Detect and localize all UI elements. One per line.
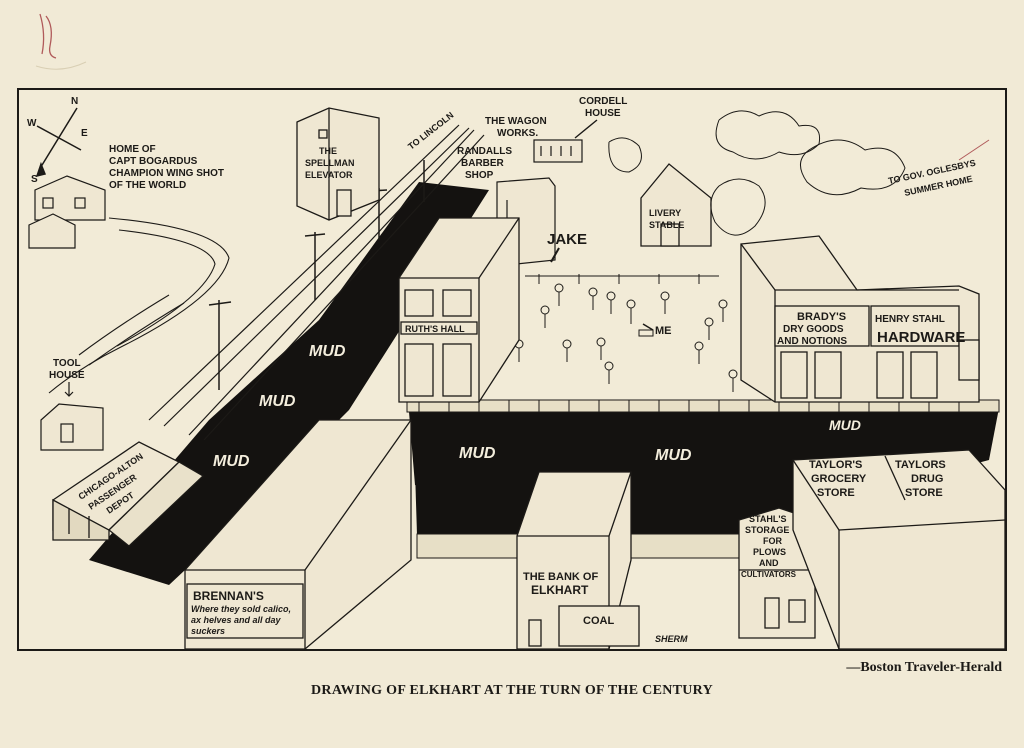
bank-of-elkhart — [516, 471, 640, 649]
jake-label: JAKE — [547, 231, 587, 248]
drug-sign-2: DRUG — [911, 473, 943, 485]
compass-s: S — [31, 174, 38, 185]
bradys-sign-2: DRY GOODS — [783, 324, 844, 335]
jake-arrow — [550, 247, 560, 263]
brennans-sign-2: Where they sold calico, — [191, 604, 291, 614]
curved-road — [48, 217, 230, 394]
elevator-label-1: THE — [319, 146, 337, 156]
bogardus-label-4: OF THE WORLD — [109, 180, 186, 191]
brennans-sign-3: ax helves and all day — [191, 615, 282, 625]
wagon-label-2: WORKS. — [497, 128, 538, 139]
tool-house-arrow — [64, 382, 74, 397]
railroad-track — [148, 124, 485, 441]
mud-label: MUD — [655, 447, 692, 464]
storage-sign-1: STAHL'S — [749, 514, 786, 524]
cordell-arrow — [574, 119, 598, 139]
elkhart-drawing: N E W S HOME OF CAPT BOGARDUS CHAMPION W… — [27, 96, 1005, 649]
mud-label: MUD — [213, 453, 250, 470]
compass-rose — [35, 107, 82, 178]
credit-line: —Boston Traveler-Herald — [846, 660, 1002, 675]
brennans-store — [184, 419, 412, 649]
wagon-label-1: THE WAGON — [485, 116, 547, 127]
bank-sign-1: THE BANK OF — [523, 571, 598, 583]
tool-house-label-2: HOUSE — [49, 370, 85, 381]
elevator-label-2: SPELLMAN — [305, 158, 355, 168]
storage-sign-5: AND — [759, 558, 779, 568]
ruths-hall — [398, 217, 520, 403]
storage-sign-4: PLOWS — [753, 547, 786, 557]
wagon-works — [533, 139, 583, 163]
bogardus-label-3: CHAMPION WING SHOT — [109, 168, 224, 179]
stahl-sign-1: HENRY STAHL — [875, 314, 945, 325]
bogardus-label-1: HOME OF — [109, 144, 156, 155]
brennans-sign-1: BRENNAN'S — [193, 589, 264, 603]
taylors-stores — [792, 449, 1005, 649]
coal-sign: COAL — [583, 615, 614, 627]
bradys-and-stahl-block — [740, 235, 980, 403]
oglesby-arrow — [958, 139, 990, 161]
illustration-frame: N E W S HOME OF CAPT BOGARDUS CHAMPION W… — [17, 88, 1007, 651]
to-lincoln-label: TO LINCOLN — [406, 110, 455, 152]
storage-sign-6: CULTIVATORS — [741, 570, 797, 579]
grocery-sign-2: GROCERY — [811, 473, 867, 485]
storage-sign-2: STORAGE — [745, 525, 789, 535]
grocery-sign-3: STORE — [817, 487, 855, 499]
tool-house-label-1: TOOL — [53, 358, 81, 369]
spellman-elevator — [296, 107, 380, 221]
mud-label: MUD — [259, 393, 296, 410]
bank-sign-2: ELKHART — [531, 583, 589, 597]
tool-house — [40, 403, 104, 451]
mud-label: MUD — [829, 417, 861, 433]
stahls-storage — [738, 507, 816, 639]
grocery-sign-1: TAYLOR'S — [809, 459, 862, 471]
figure-caption: DRAWING OF ELKHART AT THE TURN OF THE CE… — [311, 683, 713, 698]
me-arrow — [642, 323, 654, 331]
elevator-label-3: ELEVATOR — [305, 170, 353, 180]
livery-stable — [640, 163, 712, 247]
storage-sign-3: FOR — [763, 536, 782, 546]
livery-label-2: STABLE — [649, 220, 684, 230]
bradys-sign-1: BRADY'S — [797, 311, 846, 323]
mud-label: MUD — [309, 343, 346, 360]
cordell-label-1: CORDELL — [579, 96, 627, 107]
randalls-label-3: SHOP — [465, 170, 494, 181]
brennans-sign-4: suckers — [191, 626, 225, 636]
cordell-label-2: HOUSE — [585, 108, 621, 119]
livery-label-1: LIVERY — [649, 208, 681, 218]
compass-w: W — [27, 118, 37, 129]
artist-signature: SHERM — [655, 634, 688, 644]
ballfield-lot — [514, 274, 738, 392]
bradys-sign-3: AND NOTIONS — [777, 336, 847, 347]
margin-handwriting — [35, 13, 87, 70]
compass-n: N — [71, 96, 78, 107]
passenger-depot — [52, 441, 205, 547]
drug-sign-3: STORE — [905, 487, 943, 499]
compass-e: E — [81, 128, 88, 139]
randalls-label-1: RANDALLS — [457, 146, 512, 157]
bogardus-label-2: CAPT BOGARDUS — [109, 156, 198, 167]
me-label: ME — [655, 325, 672, 337]
trees — [608, 110, 906, 236]
ruths-hall-sign: RUTH'S HALL — [405, 324, 465, 334]
boardwalk — [406, 399, 1000, 559]
bogardus-home — [28, 175, 106, 249]
drug-sign-1: TAYLORS — [895, 459, 946, 471]
randalls-label-2: BARBER — [461, 158, 505, 169]
stahl-sign-2: HARDWARE — [877, 329, 965, 346]
mud-label: MUD — [459, 445, 496, 462]
